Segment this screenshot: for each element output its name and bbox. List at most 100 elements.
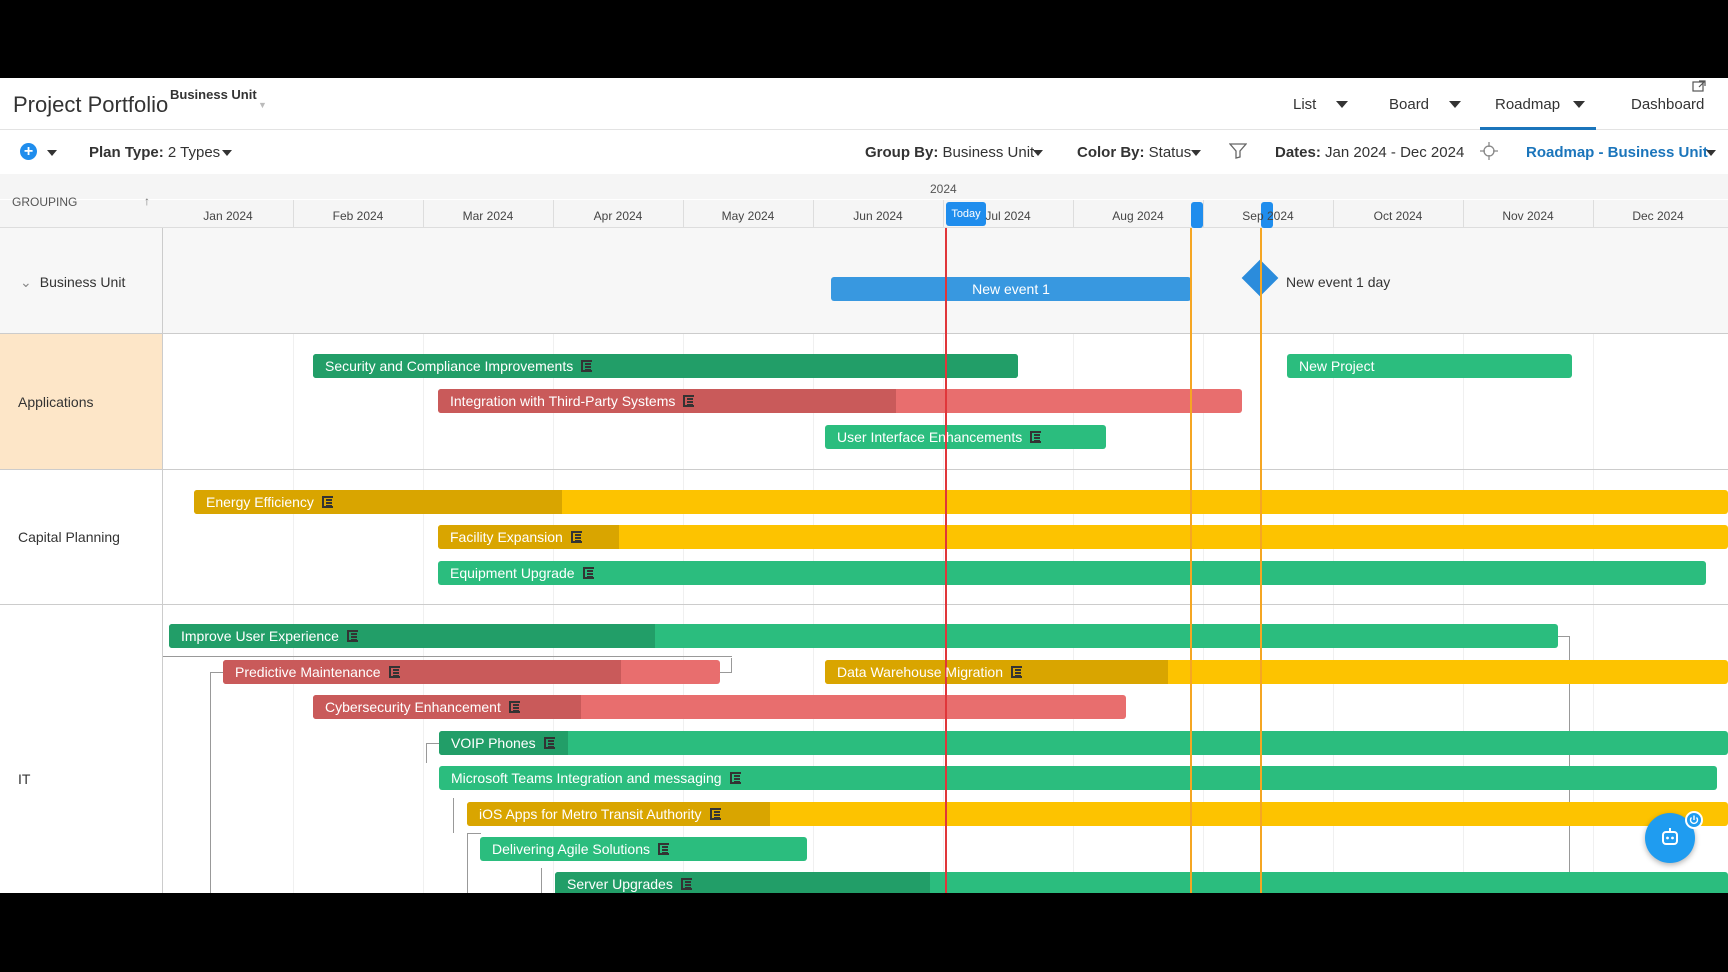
gantt-icon — [581, 360, 593, 372]
sort-arrow-icon[interactable]: ↑ — [144, 194, 150, 208]
bar-agile-solutions[interactable]: Delivering Agile Solutions — [480, 837, 807, 861]
grid-line — [683, 228, 684, 893]
grid-line — [423, 228, 424, 893]
bar-label: Predictive Maintenance — [235, 664, 381, 680]
event-bar-new-event-1[interactable]: New event 1 — [831, 277, 1191, 301]
add-dropdown-icon[interactable] — [47, 150, 57, 156]
bar-energy-efficiency[interactable]: Energy Efficiency — [194, 490, 1728, 514]
grid-line — [1593, 228, 1594, 893]
grouping-header[interactable]: GROUPING — [12, 195, 78, 209]
bar-data-warehouse-migration[interactable]: Data Warehouse Migration — [825, 660, 1728, 684]
marker-handle[interactable] — [1261, 202, 1273, 228]
date-range-selector[interactable]: Dates: Jan 2024 - Dec 2024 — [1275, 144, 1464, 161]
gantt-icon — [582, 567, 594, 579]
plan-type-filter[interactable]: Plan Type: 2 Types — [89, 144, 220, 161]
color-by-value: Status — [1148, 144, 1192, 161]
nav-roadmap[interactable]: Roadmap — [1495, 96, 1561, 113]
gantt-icon — [683, 395, 695, 407]
bar-facility-expansion[interactable]: Facility Expansion — [438, 525, 1728, 549]
milestone-label: New event 1 day — [1286, 274, 1391, 290]
chevron-down-icon[interactable]: ⌄ — [20, 274, 32, 290]
month-label: Dec 2024 — [1632, 209, 1684, 223]
gantt-icon — [321, 496, 333, 508]
marker-line — [1190, 228, 1192, 893]
year-header-row — [0, 174, 1728, 199]
view-dropdown-icon[interactable] — [1706, 150, 1716, 156]
color-by-dropdown-icon[interactable] — [1191, 150, 1201, 156]
active-tab-indicator — [1480, 127, 1596, 130]
progress-fill — [169, 624, 656, 648]
chevron-down-icon[interactable]: ▼ — [258, 100, 267, 110]
month-separator — [1463, 200, 1464, 228]
progress-fill — [223, 660, 621, 684]
month-separator — [423, 200, 424, 228]
expand-icon[interactable] — [1692, 80, 1706, 92]
power-icon[interactable] — [1685, 811, 1703, 829]
group-by-selector[interactable]: Group By: Business Unit — [865, 144, 1034, 161]
bar-label: Improve User Experience — [181, 628, 339, 644]
gantt-icon — [508, 701, 520, 713]
month-label: Jun 2024 — [853, 209, 903, 223]
add-icon[interactable]: + — [20, 143, 37, 160]
marker-handle[interactable] — [1191, 202, 1203, 228]
gantt-icon — [709, 808, 721, 820]
row-divider — [0, 604, 1728, 605]
bar-integration-third-party[interactable]: Integration with Third-Party Systems — [438, 389, 1242, 413]
grid-line — [293, 228, 294, 893]
month-label: Mar 2024 — [462, 209, 514, 223]
bar-server-upgrades[interactable]: Server Upgrades — [555, 872, 1728, 893]
bar-ui-enhancements[interactable]: User Interface Enhancements — [825, 425, 1106, 449]
nav-dashboard[interactable]: Dashboard — [1631, 96, 1705, 113]
it-group-label: IT — [18, 771, 31, 787]
business-unit-group[interactable]: ⌄Business Unit — [20, 274, 125, 291]
crosshair-icon[interactable] — [1480, 142, 1498, 160]
list-dropdown-icon[interactable] — [1336, 101, 1348, 108]
event-label: New event 1 — [972, 281, 1050, 297]
bar-equipment-upgrade[interactable]: Equipment Upgrade — [438, 561, 1706, 585]
year-label: 2024 — [930, 182, 957, 196]
bar-label: Server Upgrades — [567, 876, 673, 892]
dependency-line — [163, 656, 178, 672]
bar-new-project[interactable]: New Project — [1287, 354, 1572, 378]
bar-label: Data Warehouse Migration — [837, 664, 1004, 680]
bar-label: Equipment Upgrade — [450, 565, 575, 581]
header: Project Portfolio Business Unit ▼ List B… — [0, 78, 1728, 130]
bar-label: Delivering Agile Solutions — [492, 841, 650, 857]
gantt-icon — [570, 531, 582, 543]
group-by-dropdown-icon[interactable] — [1033, 150, 1043, 156]
filter-icon[interactable] — [1229, 143, 1247, 159]
roadmap-dropdown-icon[interactable] — [1573, 101, 1585, 108]
dependency-line — [163, 656, 732, 657]
month-label: Sep 2024 — [1242, 209, 1294, 223]
group-by-value: Business Unit — [942, 144, 1035, 161]
progress-fill — [467, 802, 770, 826]
months-header-row — [0, 200, 1728, 228]
marker-line — [1260, 228, 1262, 893]
gantt-icon — [1030, 431, 1042, 443]
gantt-icon — [346, 630, 358, 642]
bar-security-compliance[interactable]: Security and Compliance Improvements — [313, 354, 1018, 378]
dependency-line — [426, 743, 440, 763]
business-unit-selector[interactable]: Business Unit — [170, 87, 257, 102]
bar-improve-user-experience[interactable]: Improve User Experience — [169, 624, 1558, 648]
dependency-line — [453, 798, 467, 833]
bar-predictive-maintenance[interactable]: Predictive Maintenance — [223, 660, 720, 684]
bar-teams-integration[interactable]: Microsoft Teams Integration and messagin… — [439, 766, 1717, 790]
color-by-selector[interactable]: Color By: Status — [1077, 144, 1191, 161]
progress-fill — [313, 354, 1018, 378]
plan-type-dropdown-icon[interactable] — [222, 150, 232, 156]
month-label: Jul 2024 — [985, 209, 1031, 223]
nav-list[interactable]: List — [1293, 96, 1317, 113]
dates-label: Dates: — [1275, 144, 1321, 161]
bar-label: New Project — [1299, 358, 1375, 374]
plan-type-label: Plan Type: — [89, 144, 164, 161]
bar-cybersecurity-enhancement[interactable]: Cybersecurity Enhancement — [313, 695, 1126, 719]
grid-line — [1073, 228, 1074, 893]
board-dropdown-icon[interactable] — [1449, 101, 1461, 108]
bar-ios-apps[interactable]: iOS Apps for Metro Transit Authority — [467, 802, 1728, 826]
month-label: Nov 2024 — [1502, 209, 1554, 223]
view-selector[interactable]: Roadmap - Business Unit — [1526, 144, 1708, 161]
app-window: Project Portfolio Business Unit ▼ List B… — [0, 78, 1728, 893]
bar-voip-phones[interactable]: VOIP Phones — [439, 731, 1728, 755]
nav-board[interactable]: Board — [1389, 96, 1430, 113]
